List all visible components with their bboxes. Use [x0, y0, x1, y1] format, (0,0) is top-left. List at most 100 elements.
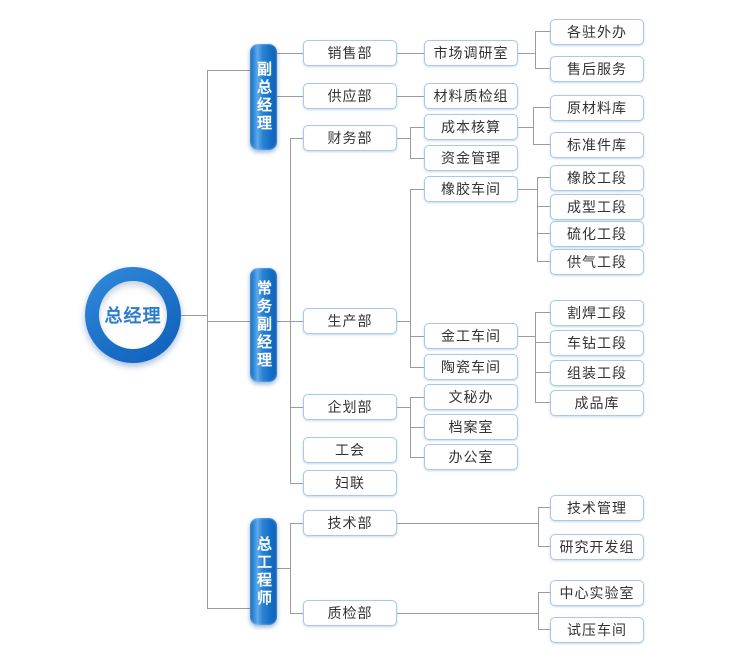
node-archives-room: 档案室	[424, 414, 518, 440]
connector-line	[397, 138, 410, 139]
connector-line	[397, 53, 424, 54]
connector-line	[290, 483, 303, 484]
connector-line	[533, 107, 550, 108]
connector-line	[207, 321, 250, 322]
connector-line	[537, 177, 550, 178]
connector-line	[290, 613, 303, 614]
connector-line	[535, 402, 550, 403]
connector-line	[410, 127, 424, 128]
connector-line	[535, 312, 536, 402]
node-material-qc-group: 材料质检组	[424, 83, 518, 109]
connector-line	[410, 189, 411, 367]
connector-line	[537, 233, 550, 234]
connector-line	[538, 546, 550, 547]
node-secretarial-office: 文秘办	[424, 384, 518, 410]
connector-line	[538, 592, 539, 629]
connector-line	[517, 336, 535, 337]
node-raw-material-warehouse: 原材料库	[550, 95, 644, 121]
connector-line	[410, 397, 411, 457]
connector-line	[410, 127, 411, 158]
connector-line	[535, 312, 550, 313]
connector-line	[277, 96, 303, 97]
connector-line	[277, 53, 303, 54]
node-sales-dept: 销售部	[303, 40, 397, 66]
node-general-office: 办公室	[424, 444, 518, 470]
connector-line	[537, 261, 550, 262]
node-rubber-workshop: 橡胶车间	[424, 176, 518, 202]
connector-line	[537, 206, 550, 207]
connector-line	[290, 523, 303, 524]
node-finance-dept: 财务部	[303, 125, 397, 151]
connector-line	[533, 107, 534, 144]
connector-line	[290, 138, 303, 139]
node-technology-dept: 技术部	[303, 510, 397, 536]
node-tech-management: 技术管理	[550, 495, 644, 521]
connector-line	[397, 96, 424, 97]
connector-line	[535, 342, 550, 343]
node-finished-goods-warehouse: 成品库	[550, 390, 644, 416]
node-planning-dept: 企划部	[303, 394, 397, 420]
node-ceramics-workshop: 陶瓷车间	[424, 354, 518, 380]
node-after-sales-service: 售后服务	[550, 56, 644, 82]
connector-line	[290, 407, 303, 408]
connector-line	[410, 457, 424, 458]
connector-line	[535, 372, 550, 373]
node-cutting-welding-section: 割焊工段	[550, 300, 644, 326]
connector-line	[535, 68, 550, 69]
node-deputy-general-manager: 副总经理	[250, 44, 277, 150]
node-molding-section: 成型工段	[550, 194, 644, 220]
node-general-manager: 总经理	[85, 267, 181, 363]
node-gas-supply-section: 供气工段	[550, 249, 644, 275]
node-executive-deputy-manager: 常务副经理	[250, 268, 277, 382]
connector-line	[517, 189, 537, 190]
connector-line	[410, 397, 424, 398]
node-chief-engineer: 总工程师	[250, 518, 277, 625]
node-supply-dept: 供应部	[303, 83, 397, 109]
connector-line	[207, 70, 250, 71]
connector-line	[410, 158, 424, 159]
connector-line	[207, 70, 208, 608]
connector-line	[181, 315, 207, 316]
connector-line	[535, 31, 550, 32]
node-production-dept: 生产部	[303, 308, 397, 334]
node-vulcanization-section: 硫化工段	[550, 221, 644, 247]
node-rnd-group: 研究开发组	[550, 534, 644, 560]
node-labor-union: 工会	[303, 437, 397, 463]
general-manager-inner-circle: 总经理	[99, 281, 167, 349]
connector-line	[207, 608, 250, 609]
node-fund-management: 资金管理	[424, 145, 518, 171]
node-standard-parts-warehouse: 标准件库	[550, 132, 644, 158]
connector-line	[538, 507, 550, 508]
node-central-laboratory: 中心实验室	[550, 580, 644, 606]
connector-line	[535, 31, 536, 68]
connector-line	[538, 592, 550, 593]
general-manager-label: 总经理	[104, 306, 162, 326]
connector-line	[277, 568, 290, 569]
node-market-research-office: 市场调研室	[424, 40, 518, 66]
connector-line	[410, 189, 424, 190]
node-rubber-section: 橡胶工段	[550, 165, 644, 191]
connector-line	[533, 144, 550, 145]
connector-line	[397, 613, 538, 614]
connector-line	[410, 336, 424, 337]
connector-line	[538, 507, 539, 546]
connector-line	[517, 53, 535, 54]
node-assembly-section: 组装工段	[550, 360, 644, 386]
connector-line	[397, 523, 538, 524]
connector-line	[290, 138, 291, 483]
node-cost-accounting: 成本核算	[424, 114, 518, 140]
connector-line	[290, 523, 291, 613]
connector-line	[410, 427, 424, 428]
connector-line	[397, 321, 410, 322]
connector-line	[538, 629, 550, 630]
connector-line	[537, 177, 538, 261]
connector-line	[410, 367, 424, 368]
node-metalwork-workshop: 金工车间	[424, 323, 518, 349]
node-quality-inspection-dept: 质检部	[303, 600, 397, 626]
node-pressure-test-workshop: 试压车间	[550, 617, 644, 643]
node-lathe-drill-section: 车钻工段	[550, 330, 644, 356]
node-overseas-offices: 各驻外办	[550, 19, 644, 45]
connector-line	[517, 127, 533, 128]
node-womens-federation: 妇联	[303, 470, 397, 496]
